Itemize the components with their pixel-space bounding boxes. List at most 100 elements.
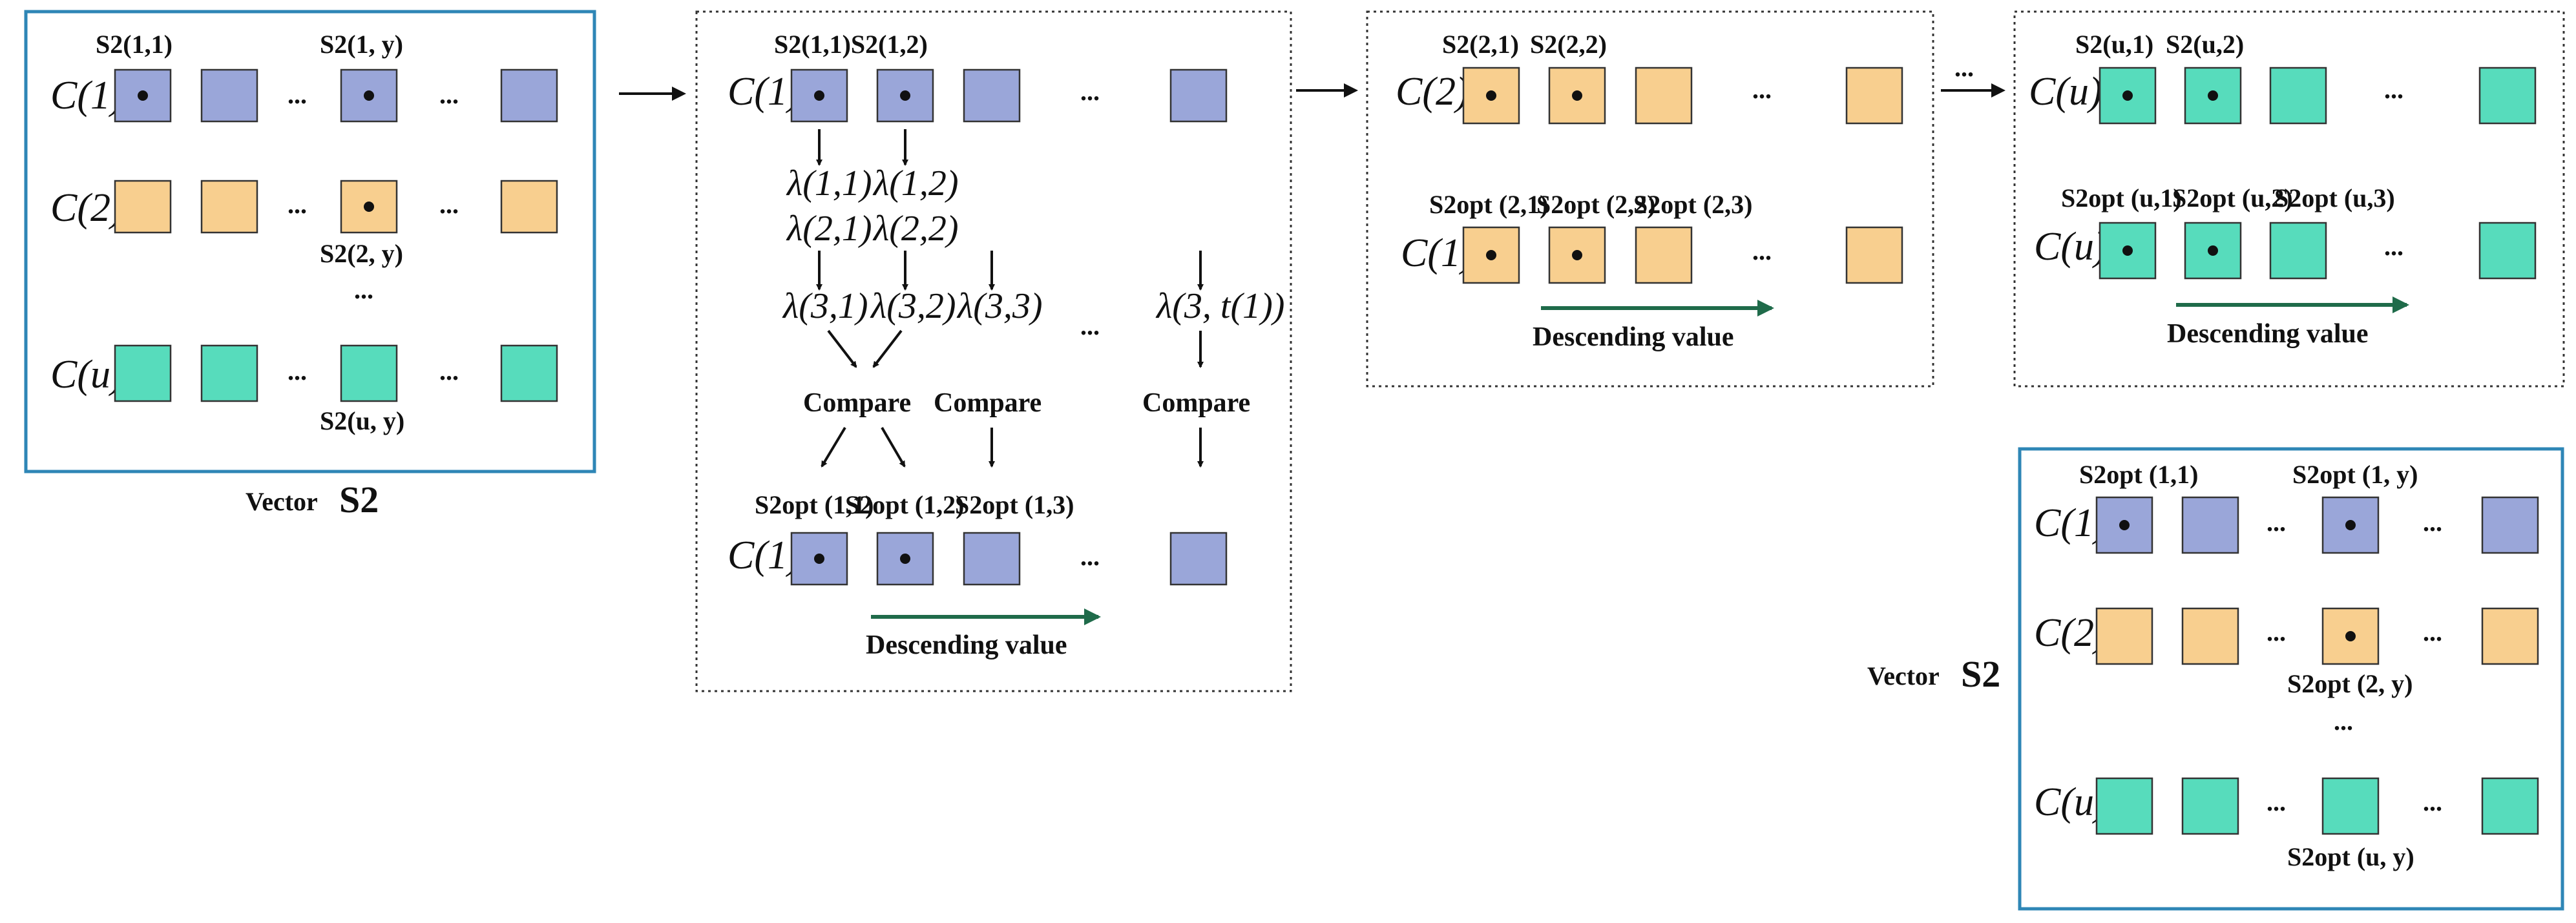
panel1-caption: Vector S2 [246,479,379,521]
panel2-frame [695,10,1292,692]
cell [114,344,172,402]
ellipsis: ... [2267,508,2286,537]
selected-dot [814,90,824,101]
cell [2481,496,2539,554]
panel3-top-label-2: S2(2,2) [1530,30,1607,59]
cell [2095,777,2153,835]
compare-label-1: Compare [803,388,911,418]
panel5-frame [2018,447,2564,911]
selected-dot [1572,250,1582,260]
caption-symbol: S2 [339,479,379,521]
lambda-2-2: λ(2,2) [872,209,959,249]
cell [500,68,558,123]
panel1-row-label-2: C(2) [50,186,124,230]
panel1-bottom-label: S2(u, y) [320,406,404,435]
arrow-diag [881,426,906,468]
panel4-opt-label-1: S2opt (u,1) [2061,183,2182,213]
cell [1635,226,1693,284]
ellipsis: ... [288,190,307,219]
cell [2481,777,2539,835]
ellipsis: ... [1080,542,1100,571]
ellipsis: ... [2423,508,2442,537]
panel2-opt-label-1: S2opt (1,1) [755,490,874,519]
selected-dot [364,90,374,101]
panel2-row-label-bottom: C(1) [728,534,801,577]
panel1-row-label-1: C(1) [50,74,124,118]
arrow-diag [821,426,846,468]
selected-dot [900,554,910,564]
panel2-descending-label: Descending value [866,630,1067,660]
lambda-1-1: λ(1,1) [786,163,872,203]
lambda-3-3: λ(3,3) [956,286,1043,326]
selected-dot [814,554,824,564]
panel3-opt-label-1: S2opt (2,1) [1429,190,1548,219]
caption-symbol: S2 [1961,653,2000,695]
cell [1845,67,1903,125]
ellipsis: ... [288,357,307,386]
cell [876,532,934,586]
ellipsis: ... [1752,75,1772,104]
cell [1845,226,1903,284]
cell [340,344,398,402]
cell [963,532,1021,586]
cell [1635,67,1693,125]
selected-dot [2119,520,2130,530]
ellipsis: ... [439,80,459,109]
cell [2269,67,2327,125]
caption-word: Vector [1867,661,1940,690]
panel1-row2-cells: ... ... [114,180,558,234]
panel3-opt-label-3: S2opt (2,3) [1633,190,1752,219]
panel-row-c2: S2(2,1) S2(2,2) C(2) ... S2opt (2,1) S2o… [1366,10,1934,388]
ellipsis: ... [1080,311,1100,340]
lambda-3-1: λ(3,1) [782,286,868,326]
panel2-opt-label-2: S2opt (1,2) [845,490,964,519]
cell [200,344,258,402]
selected-dot [900,90,910,101]
panel3-row-bottom-label: C(1) [1401,231,1474,275]
selected-dot [2122,90,2133,101]
ellipsis: ... [2267,617,2286,647]
cell [2481,607,2539,665]
cell [2269,222,2327,280]
ellipsis: ... [1080,77,1100,106]
selected-dot [138,90,148,101]
selected-dot [1486,250,1496,260]
selected-dot [2208,90,2218,101]
panel4-frame [2013,10,2565,388]
panel2-top-label: S2(1,1)S2(1,2) [774,30,928,59]
ellipsis-vertical: ... [2334,707,2353,736]
selected-dot [1486,90,1496,101]
panel-vector-s2-optimized: S2opt (1,1) S2opt (1, y) C(1) C(2) C(u) … [2018,447,2564,911]
panel5-caption: Vector S2 [1867,653,2000,695]
selected-dot [1572,90,1582,101]
panel2-opt-label-3: S2opt (1,3) [955,490,1074,519]
cell [2321,777,2380,835]
panel1-row-label-3: C(u) [50,353,124,397]
arrow-diag [872,329,903,368]
cell [114,180,172,234]
ellipsis: ... [2423,787,2442,816]
arrow-diag [827,329,857,368]
compare-label-2: Compare [934,388,1042,418]
cell [963,68,1021,123]
panel5-mid-label: S2opt (2, y) [2287,669,2413,698]
panel1-row3-cells: ... ... [114,344,558,402]
panel5-top-label-2: S2opt (1, y) [2292,460,2418,489]
panel4-opt-label-3: S2opt (u,3) [2274,183,2395,213]
cell [2478,67,2537,125]
panel3-row-top-label: C(2) [1396,70,1469,114]
panel4-top-label-2: S2(u,2) [2166,30,2244,59]
panel-vector-s2-initial: S2(1,1) S2(1, y) C(1) C(2) C(u) ... ... … [24,10,596,473]
panel4-descending-label: Descending value [2167,319,2369,349]
cell [200,180,258,234]
ellipsis-vertical: ... [354,275,373,304]
ellipsis: ... [1752,236,1772,265]
panel4-row-bottom-label: C(u) [2034,225,2108,269]
ellipsis: ... [439,190,459,219]
ellipsis: ... [288,80,307,109]
selected-dot [364,202,374,212]
lambda-3-t1: λ(3, t(1)) [1155,286,1284,326]
panel3-top-label-1: S2(2,1) [1442,30,1519,59]
panel2-row-label: C(1) [728,70,801,114]
ellipsis: ... [439,357,459,386]
